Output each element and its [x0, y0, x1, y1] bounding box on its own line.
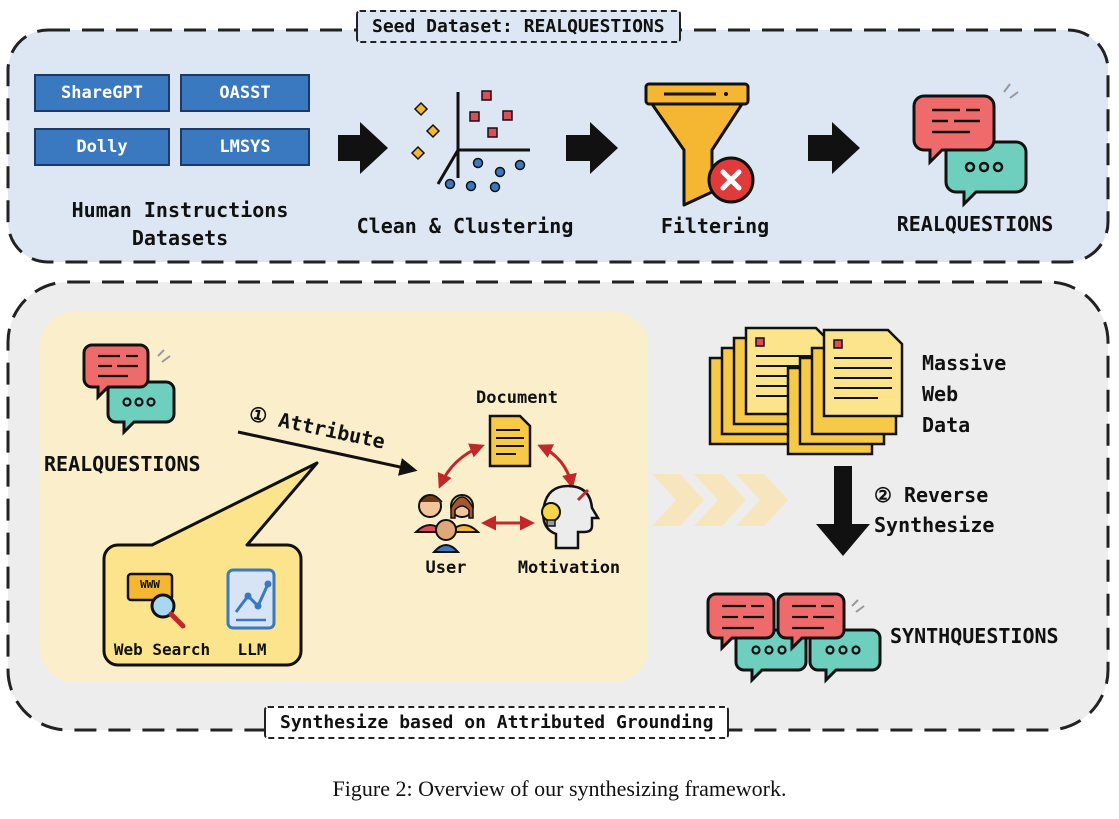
- reverse-synthesize-arrow: [816, 466, 870, 556]
- funnel-icon: [644, 82, 755, 207]
- human-instructions-label: Human Instructions Datasets: [30, 196, 330, 252]
- human-label-line2: Datasets: [131, 226, 229, 250]
- arrow-to-clustering: [338, 122, 388, 174]
- massive-web-data-label: Massive Web Data: [922, 348, 1006, 441]
- reverse-line1: ② Reverse: [874, 483, 989, 507]
- figure-caption: Figure 2: Overview of our synthesizing f…: [332, 776, 787, 801]
- user-label: User: [425, 558, 467, 578]
- llm-icon: [226, 568, 276, 630]
- massive-line2: Web: [922, 382, 959, 406]
- reverse-synthesize-label: ② Reverse Synthesize: [874, 480, 994, 540]
- web-data-documents-icon: [708, 326, 904, 456]
- realquestions-label: REALQUESTIONS: [896, 212, 1054, 236]
- doc-user-arrow: [437, 443, 485, 489]
- attribute-arrow: [237, 430, 418, 476]
- arrow-to-realquestions: [808, 122, 860, 174]
- synthquestions-chat-icon: [706, 592, 882, 684]
- doc-motivation-arrow: [537, 444, 577, 489]
- www-label: WWW: [140, 578, 160, 591]
- massive-line1: Massive: [922, 351, 1007, 375]
- seed-dataset-title: Seed Dataset: REALQUESTIONS: [356, 10, 681, 43]
- clustering-icon: [410, 90, 530, 193]
- filtering-label: Filtering: [660, 214, 770, 238]
- motivation-label: Motivation: [517, 558, 621, 578]
- clean-clustering-label: Clean & Clustering: [356, 214, 574, 238]
- chevron-arrows: [652, 474, 788, 526]
- massive-line3: Data: [922, 413, 971, 437]
- web-search-label: Web Search: [113, 640, 211, 659]
- document-icon: [488, 414, 532, 468]
- arrow-to-filtering: [566, 122, 618, 174]
- dataset-lmsys: LMSYS: [180, 128, 310, 166]
- web-search-icon: [126, 572, 186, 629]
- dataset-sharegpt: ShareGPT: [34, 74, 170, 112]
- llm-label: LLM: [237, 640, 267, 659]
- synthquestions-label: SYNTHQUESTIONS: [890, 624, 1059, 648]
- realquestions-left-label: REALQUESTIONS: [44, 452, 201, 476]
- user-group-icon: [413, 494, 481, 553]
- dataset-oasst: OASST: [180, 74, 310, 112]
- synthesize-title: Synthesize based on Attributed Grounding: [264, 706, 730, 739]
- human-label-line1: Human Instructions: [71, 198, 289, 222]
- realquestions-chat-icon: [912, 83, 1028, 208]
- document-label: Document: [476, 388, 558, 408]
- reverse-line2: Synthesize: [874, 513, 995, 537]
- realquestions-chat-icon-small: [82, 343, 176, 436]
- dataset-dolly: Dolly: [34, 128, 170, 166]
- diagram-canvas: ① Attribute: [6, 28, 1110, 732]
- motivation-icon: [541, 484, 601, 550]
